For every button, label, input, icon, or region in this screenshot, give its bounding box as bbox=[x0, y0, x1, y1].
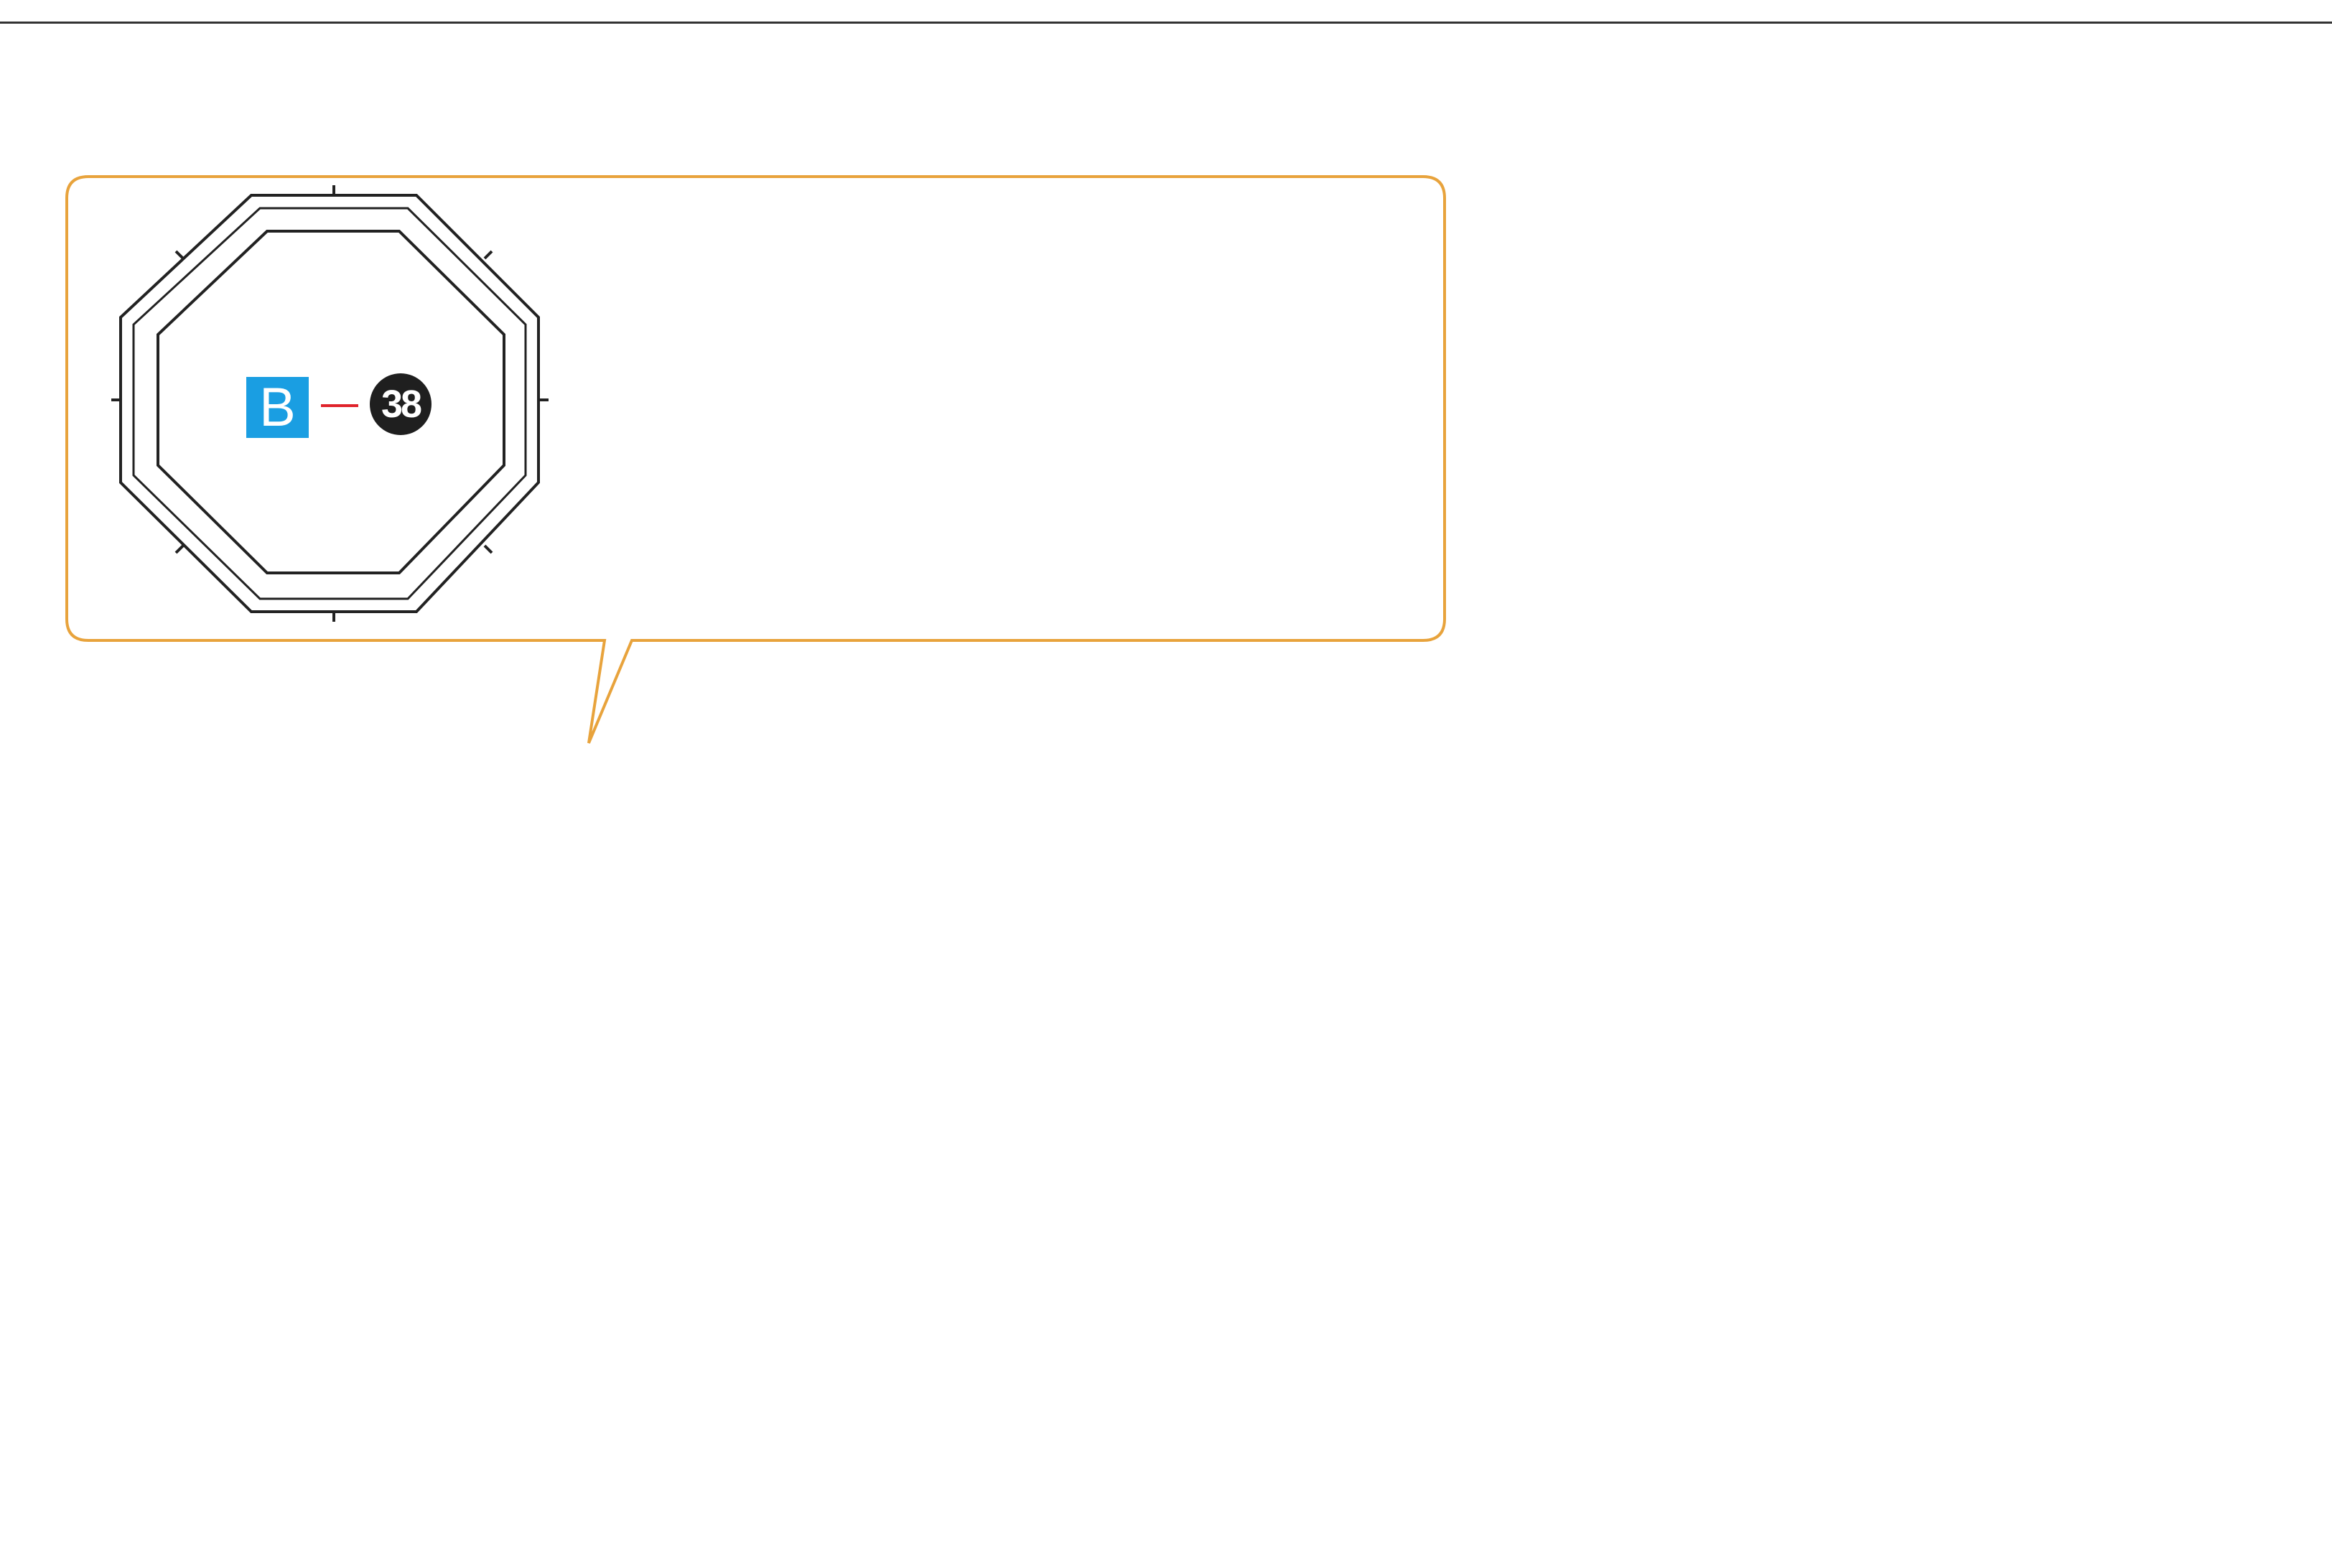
top-rule bbox=[0, 22, 2332, 24]
part-letter-badge: B bbox=[246, 377, 309, 438]
octagon-part-top-view bbox=[111, 185, 549, 622]
part-label-dash bbox=[321, 404, 358, 407]
part-number-badge: 38 bbox=[370, 373, 432, 435]
